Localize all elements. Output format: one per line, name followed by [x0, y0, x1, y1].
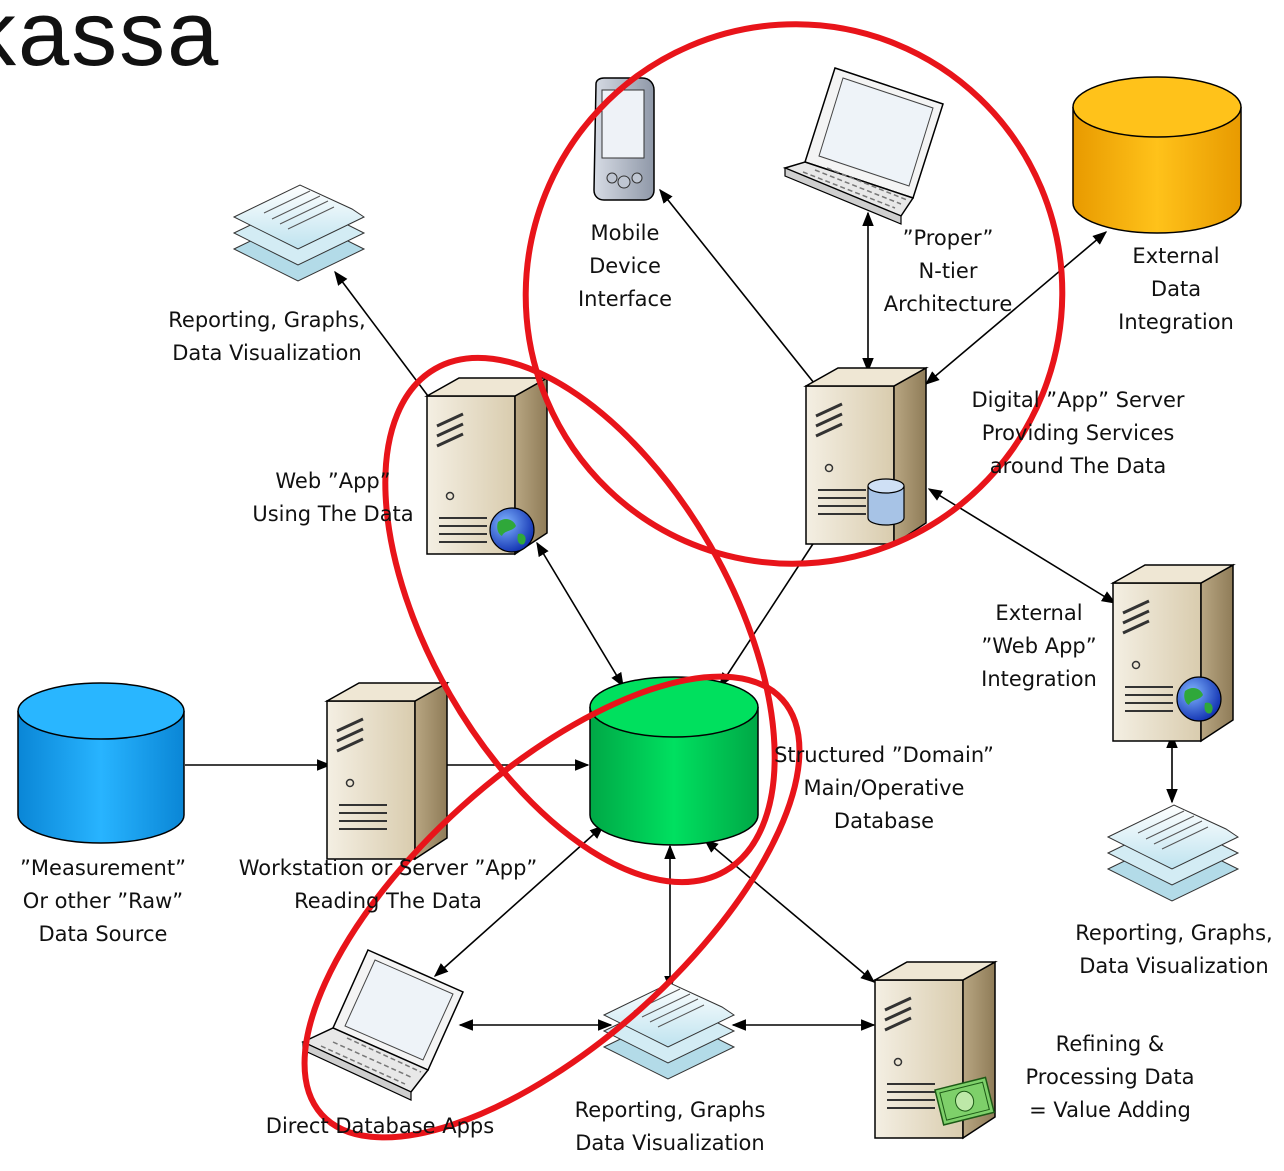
highlight-ellipse-bottom	[301, 673, 803, 1141]
database-icon	[1072, 76, 1242, 234]
document-stack-icon	[232, 184, 366, 282]
label-line: Data Visualization	[1079, 954, 1269, 978]
server-icon	[424, 376, 550, 556]
label-line: Digital ”App” Server	[971, 388, 1185, 412]
label-line: Mobile	[590, 221, 660, 245]
label-line: Reading The Data	[294, 889, 482, 913]
laptop-icon	[301, 949, 464, 1101]
raw-data-source-label: ”Measurement” Or other ”Raw” Data Source	[20, 852, 186, 951]
label-line: Workstation or Server ”App”	[238, 856, 538, 880]
document-stack-icon	[1106, 804, 1240, 902]
server-icon	[324, 681, 450, 861]
label-line: Direct Database Apps	[265, 1114, 495, 1138]
label-line: = Value Adding	[1029, 1098, 1191, 1122]
arrow-webapp-domain	[536, 541, 624, 688]
highlight-ellipse-top	[522, 21, 1066, 567]
reporting-bottom-label: Reporting, Graphs Data Visualization	[575, 1094, 766, 1160]
money-icon	[934, 1076, 996, 1126]
label-line: Or other ”Raw”	[22, 889, 184, 913]
globe-icon	[489, 507, 535, 553]
label-line: Data Source	[38, 922, 168, 946]
label-line: Reporting, Graphs	[574, 1098, 766, 1122]
digital-app-server-label: Digital ”App” Server Providing Services …	[971, 384, 1184, 483]
external-web-app-label: External ”Web App” Integration	[981, 597, 1097, 696]
label-line: Architecture	[883, 292, 1013, 316]
arrow-digital-domain	[719, 525, 825, 688]
label-line: Data Visualization	[172, 341, 362, 365]
reporting-right-label: Reporting, Graphs, Data Visualization	[1075, 917, 1272, 983]
label-line: Main/Operative	[803, 776, 965, 800]
direct-database-apps-label: Direct Database Apps	[266, 1110, 494, 1143]
globe-icon	[1176, 676, 1222, 722]
label-line: Integration	[1118, 310, 1234, 334]
database-icon	[17, 682, 185, 844]
reporting-top-label: Reporting, Graphs, Data Visualization	[168, 304, 365, 370]
slide-title: kassa	[0, 0, 221, 85]
label-line: ”Web App”	[981, 634, 1097, 658]
label-line: Interface	[577, 287, 673, 311]
label-line: Database	[833, 809, 935, 833]
external-data-label: External Data Integration	[1118, 240, 1234, 339]
web-app-label: Web ”App” Using The Data	[252, 465, 413, 531]
ntier-architecture-label: ”Proper” N-tier Architecture	[884, 222, 1013, 321]
label-line: Data	[1150, 277, 1202, 301]
label-line: Data Visualization	[575, 1131, 765, 1155]
workstation-label: Workstation or Server ”App” Reading The …	[239, 852, 538, 918]
laptop-icon	[782, 67, 944, 225]
document-stack-icon	[602, 982, 736, 1080]
arrow-mobile-digital	[659, 188, 823, 395]
server-icon	[803, 366, 929, 546]
label-line: External	[1132, 244, 1220, 268]
label-line: N-tier	[918, 259, 978, 283]
highlight-ellipses	[301, 21, 1066, 1141]
label-line: Processing Data	[1025, 1065, 1195, 1089]
domain-database-label: Structured ”Domain” Main/Operative Datab…	[774, 739, 994, 838]
label-line: Providing Services	[981, 421, 1175, 445]
label-line: Reporting, Graphs,	[1075, 921, 1273, 945]
label-line: around The Data	[989, 454, 1167, 478]
label-line: ”Measurement”	[20, 856, 186, 880]
arrow-external-data-digital	[924, 231, 1108, 385]
label-line: ”Proper”	[902, 226, 994, 250]
mobile-device-label: Mobile Device Interface	[578, 217, 672, 316]
label-line: External	[995, 601, 1083, 625]
label-line: Refining &	[1055, 1032, 1165, 1056]
database-icon	[589, 676, 759, 846]
label-line: Device	[589, 254, 661, 278]
highlight-ellipse-middle	[382, 354, 778, 886]
label-line: Integration	[981, 667, 1097, 691]
label-line: Reporting, Graphs,	[168, 308, 366, 332]
refining-label: Refining & Processing Data = Value Addin…	[1026, 1028, 1195, 1127]
database-icon	[867, 478, 905, 526]
arrow-domain-direct	[433, 825, 605, 977]
mobile-device-icon	[593, 77, 655, 201]
label-line: Structured ”Domain”	[774, 743, 994, 767]
label-line: Using The Data	[252, 502, 414, 526]
label-line: Web ”App”	[275, 469, 391, 493]
